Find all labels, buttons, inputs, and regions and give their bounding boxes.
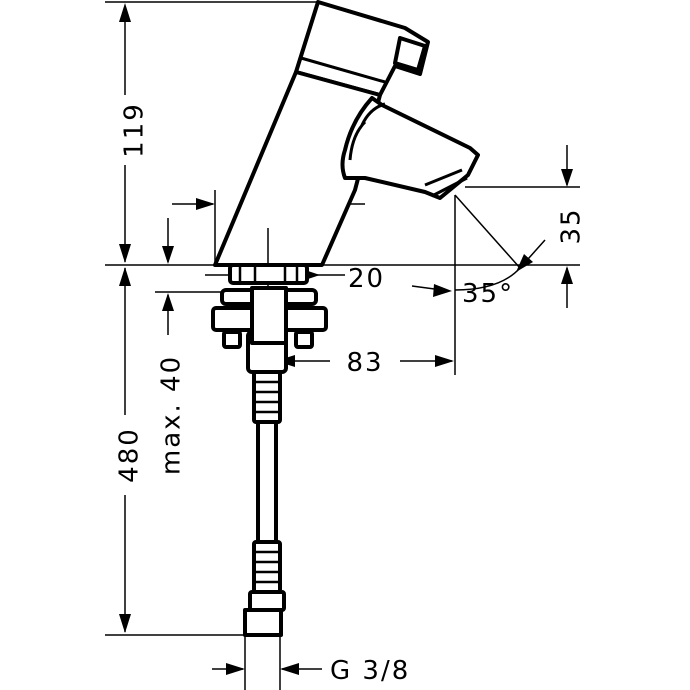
dimension-angle-35: 35°: [411, 194, 546, 309]
mounting-hardware: [211, 263, 328, 374]
faucet-body: [213, 0, 480, 267]
dimension-35-label: 35: [557, 207, 587, 244]
dimension-83: 83: [276, 348, 454, 378]
dimension-max-40: max. 40: [157, 218, 187, 475]
dimension-g38-label: G 3/8: [330, 656, 410, 686]
dimension-83-label: 83: [346, 348, 383, 378]
extension-lines: [105, 1, 580, 690]
dimension-20-label: 20: [348, 264, 385, 294]
dimension-max-40-label: max. 40: [157, 355, 187, 475]
dimension-g38: G 3/8: [212, 656, 410, 686]
flexible-hose: [243, 370, 286, 637]
dimension-119: 119: [119, 3, 150, 263]
dimension-angle-35-label: 35°: [462, 279, 514, 309]
dimension-480-label: 480: [115, 427, 145, 483]
dimension-119-label: 119: [120, 102, 150, 158]
dimension-480: 480: [115, 267, 145, 633]
dimension-35: 35: [557, 145, 587, 308]
